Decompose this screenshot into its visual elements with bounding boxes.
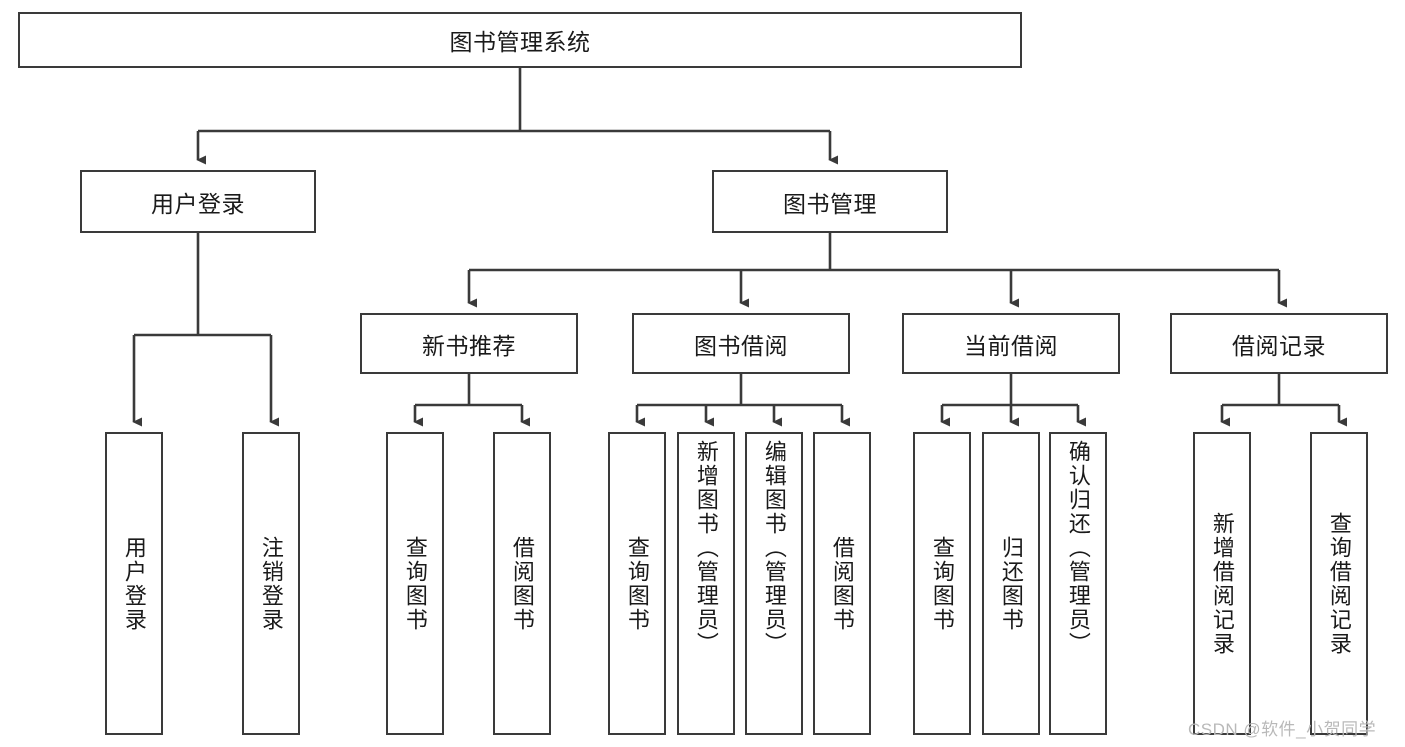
leaf-user-login[interactable]: 用户登录	[105, 432, 163, 735]
leaf-add-borrow-record[interactable]: 新增借阅记录	[1193, 432, 1251, 735]
node-label: 当前借阅	[964, 332, 1058, 359]
leaf-query-borrow-record[interactable]: 查询借阅记录	[1310, 432, 1368, 735]
node-root-system[interactable]: 图书管理系统	[18, 12, 1022, 68]
node-label: 借阅图书	[509, 535, 535, 632]
node-label: 新增图书（管理员）	[693, 440, 719, 656]
leaf-edit-book[interactable]: 编辑图书（管理员）	[745, 432, 803, 735]
node-label: 查询借阅记录	[1326, 511, 1352, 656]
node-label: 查询图书	[624, 535, 650, 632]
leaf-query-book-current[interactable]: 查询图书	[913, 432, 971, 735]
node-label: 图书管理	[783, 190, 877, 217]
leaf-query-book-borrow[interactable]: 查询图书	[608, 432, 666, 735]
leaf-add-book[interactable]: 新增图书（管理员）	[677, 432, 735, 735]
node-borrow-record[interactable]: 借阅记录	[1170, 313, 1388, 374]
leaf-query-book-recommend[interactable]: 查询图书	[386, 432, 444, 735]
node-current-borrow[interactable]: 当前借阅	[902, 313, 1120, 374]
node-label: 注销登录	[258, 535, 284, 632]
node-label: 新书推荐	[422, 332, 516, 359]
node-new-book-recommend[interactable]: 新书推荐	[360, 313, 578, 374]
node-label: 查询图书	[929, 535, 955, 632]
node-label: 查询图书	[402, 535, 428, 632]
node-label: 确认归还（管理员）	[1065, 440, 1091, 656]
node-label: 新增借阅记录	[1209, 511, 1235, 656]
node-label: 图书借阅	[694, 332, 788, 359]
node-label: 编辑图书（管理员）	[761, 440, 787, 656]
node-label: 用户登录	[151, 190, 245, 217]
node-label: 借阅图书	[829, 535, 855, 632]
leaf-confirm-return[interactable]: 确认归还（管理员）	[1049, 432, 1107, 735]
node-book-borrow[interactable]: 图书借阅	[632, 313, 850, 374]
leaf-borrow-book-borrow[interactable]: 借阅图书	[813, 432, 871, 735]
node-label: 归还图书	[998, 535, 1024, 632]
leaf-logout-login[interactable]: 注销登录	[242, 432, 300, 735]
node-label: 图书管理系统	[449, 29, 591, 55]
node-user-login[interactable]: 用户登录	[80, 170, 316, 233]
node-book-management[interactable]: 图书管理	[712, 170, 948, 233]
leaf-borrow-book-recommend[interactable]: 借阅图书	[493, 432, 551, 735]
leaf-return-book[interactable]: 归还图书	[982, 432, 1040, 735]
node-label: 用户登录	[121, 535, 147, 632]
node-label: 借阅记录	[1232, 332, 1326, 359]
